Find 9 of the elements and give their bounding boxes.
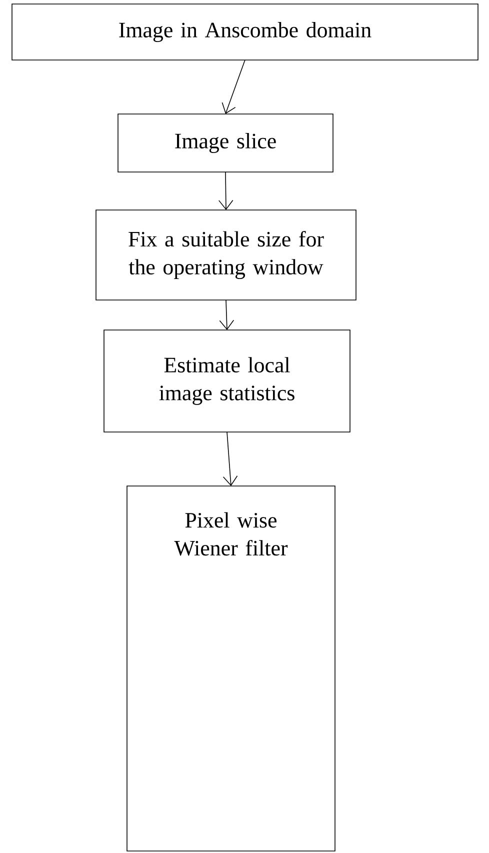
process-box: Image slice xyxy=(118,114,334,172)
process-box: Fix a suitable size for the operating window xyxy=(96,210,356,300)
arrow xyxy=(222,432,238,486)
process-box: Pixel wise Wiener filter xyxy=(126,486,336,852)
arrow xyxy=(222,60,246,114)
arrow xyxy=(219,300,234,330)
process-box: Estimate local image statistics xyxy=(104,330,350,432)
process-box: Image in Anscombe domain xyxy=(12,4,478,60)
arrow xyxy=(218,172,234,210)
